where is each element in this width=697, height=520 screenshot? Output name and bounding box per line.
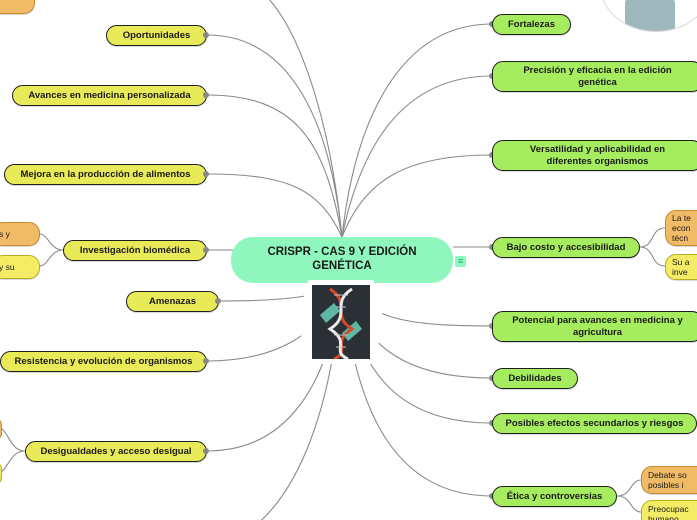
central-topic-label: CRISPR - CAS 9 Y EDICIÓN GENÉTICA <box>267 246 417 272</box>
expand-dot[interactable] <box>215 298 221 304</box>
node-label: Posibles efectos secundarios y riesgos <box>505 417 684 429</box>
link-fortalezas <box>341 23 493 238</box>
node-label: Fortalezas <box>508 18 555 30</box>
subnode-bajo-costo-2[interactable]: Su a inve <box>665 254 697 280</box>
node-fortalezas[interactable]: Fortalezas <box>492 14 571 35</box>
central-topic[interactable]: CRISPR - CAS 9 Y EDICIÓN GENÉTICA <box>231 237 453 283</box>
expand-dot[interactable] <box>203 358 209 364</box>
link-oportunidades <box>206 34 343 238</box>
expand-dot[interactable] <box>203 32 209 38</box>
link-avances <box>206 94 343 238</box>
node-avances-medicina[interactable]: Avances en medicina personalizada <box>12 85 207 106</box>
node-resistencia-evolucion[interactable]: Resistencia y evolución de organismos <box>0 351 207 372</box>
node-label: Precisión y eficacia en la edición genét… <box>523 65 672 88</box>
dna-illustration <box>312 285 370 359</box>
node-label: Ética y controversias <box>506 490 603 502</box>
expand-dot[interactable] <box>203 92 209 98</box>
node-potencial-avances[interactable]: Potencial para avances en medicina y agr… <box>492 311 697 342</box>
node-oportunidades[interactable]: Oportunidades <box>106 25 207 46</box>
node-label: Avances en medicina personalizada <box>28 89 191 101</box>
subnode-label: Preocupac humano <box>648 503 689 520</box>
node-posibles-efectos[interactable]: Posibles efectos secundarios y riesgos <box>492 413 697 434</box>
subnode-label: s y <box>0 228 10 239</box>
node-precision-eficacia[interactable]: Precisión y eficacia en la edición genét… <box>492 61 697 92</box>
node-desigualdades[interactable]: Desigualdades y acceso desigual <box>25 441 207 462</box>
expand-dot[interactable] <box>203 171 209 177</box>
notes-glyph: ≡ <box>457 256 464 266</box>
node-label: Amenazas <box>149 295 196 307</box>
expand-dot[interactable] <box>203 247 209 253</box>
node-versatilidad[interactable]: Versatilidad y aplicabilidad en diferent… <box>492 140 697 171</box>
subnode-investigacion-2[interactable]: y su <box>0 255 40 279</box>
subnode-investigacion-1[interactable]: s y <box>0 222 40 246</box>
top-image-circle <box>600 0 697 32</box>
subnode-label: Su a inve <box>672 256 690 277</box>
link-versatilidad <box>341 154 493 238</box>
node-mejora-alimentos[interactable]: Mejora en la producción de alimentos <box>4 164 207 185</box>
subnode-label: y su <box>0 261 15 272</box>
expand-dot[interactable] <box>203 448 209 454</box>
node-label: Oportunidades <box>122 29 191 41</box>
node-amenazas[interactable]: Amenazas <box>126 291 219 312</box>
node-investigacion-biomedica[interactable]: Investigación biomédica <box>63 240 207 261</box>
node-label: Desigualdades y acceso desigual <box>40 445 192 457</box>
node-label: Debilidades <box>508 372 562 384</box>
subnode-bajo-costo-1[interactable]: La te econ técn <box>665 210 697 246</box>
subnode-etica-2[interactable]: Preocupac humano <box>641 500 697 520</box>
cropped-node-top-left[interactable] <box>0 0 35 14</box>
node-label: Versatilidad y aplicabilidad en diferent… <box>529 144 666 167</box>
link-mejora <box>206 173 343 238</box>
link-precision <box>341 75 493 238</box>
node-etica-controversias[interactable]: Ética y controversias <box>492 486 617 507</box>
node-label: Investigación biomédica <box>79 244 191 256</box>
link-top-offscreen <box>268 0 343 238</box>
node-bajo-costo[interactable]: Bajo costo y accesibilidad <box>492 237 640 258</box>
notes-icon[interactable]: ≡ <box>455 256 466 267</box>
subnode-label: Debate so posibles i <box>648 469 687 490</box>
node-label: Bajo costo y accesibilidad <box>506 241 626 253</box>
node-label: Potencial para avances en medicina y agr… <box>512 315 683 338</box>
node-debilidades[interactable]: Debilidades <box>492 368 578 389</box>
subnode-label: La te econ técn <box>672 212 691 244</box>
subnode-etica-1[interactable]: Debate so posibles i <box>641 466 697 494</box>
crispr-dna-image <box>298 280 384 364</box>
node-label: Resistencia y evolución de organismos <box>14 355 193 367</box>
node-label: Mejora en la producción de alimentos <box>20 168 191 180</box>
